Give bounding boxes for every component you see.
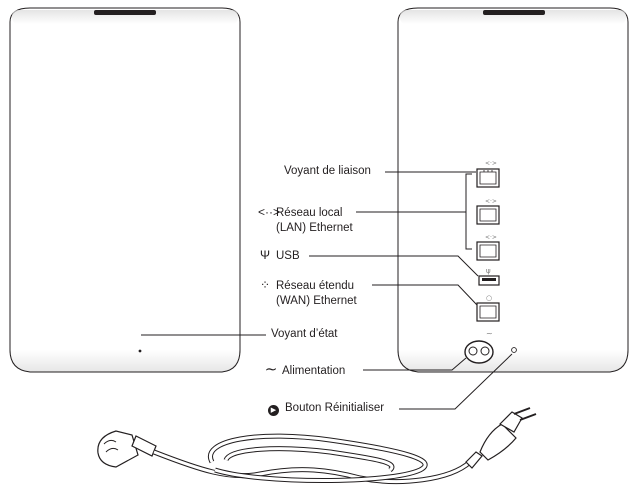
callout-line-usb [309,255,479,277]
port-mark-icon: <·> [485,234,497,241]
port-mark-icon: <·> [485,198,497,205]
lan-arrows-icon: <··> [258,205,281,219]
wan-port [476,302,500,322]
lan-label: <··>Réseau local (LAN) Ethernet [258,205,353,234]
top-vent [94,10,156,15]
status-light-label: Voyant d’état [271,328,338,340]
port-mark-icon: ~ [486,329,493,338]
front-device [9,7,241,373]
reset-button-icon: ▶ [268,405,279,416]
callout-line-reset [399,353,513,410]
power-socket [464,340,494,364]
callout-line-wan [372,284,478,306]
wan-label-line2: (WAN) Ethernet [276,295,357,307]
reset-hole [511,347,517,353]
port-mark-icon: ψ [486,267,491,275]
reset-label: ▶Bouton Réinitialiser [268,401,384,416]
port-mark-icon: ○ [486,294,492,302]
lan-port-1 [476,168,500,188]
power-label: ∼Alimentation [264,361,346,378]
power-cord [97,407,537,484]
lan-label-line2: (LAN) Ethernet [276,222,353,234]
back-device: <·> <·> <·> ψ ○ ~ [397,7,629,373]
callout-line-power [363,357,467,371]
usb-port [478,275,500,286]
power-tilde-icon: ∼ [264,361,278,378]
wan-dotted-circle-icon: ⁘ [259,278,271,292]
status-light-dot [138,349,142,353]
top-vent [483,10,545,15]
lan-port-3 [476,241,500,261]
usb-trident-icon: Ψ [259,248,271,262]
port-mark-icon: <·> [485,160,497,167]
wan-label: ⁘Réseau étendu (WAN) Ethernet [259,278,357,307]
lan-port-2 [476,205,500,225]
link-light-label: Voyant de liaison [284,165,371,177]
